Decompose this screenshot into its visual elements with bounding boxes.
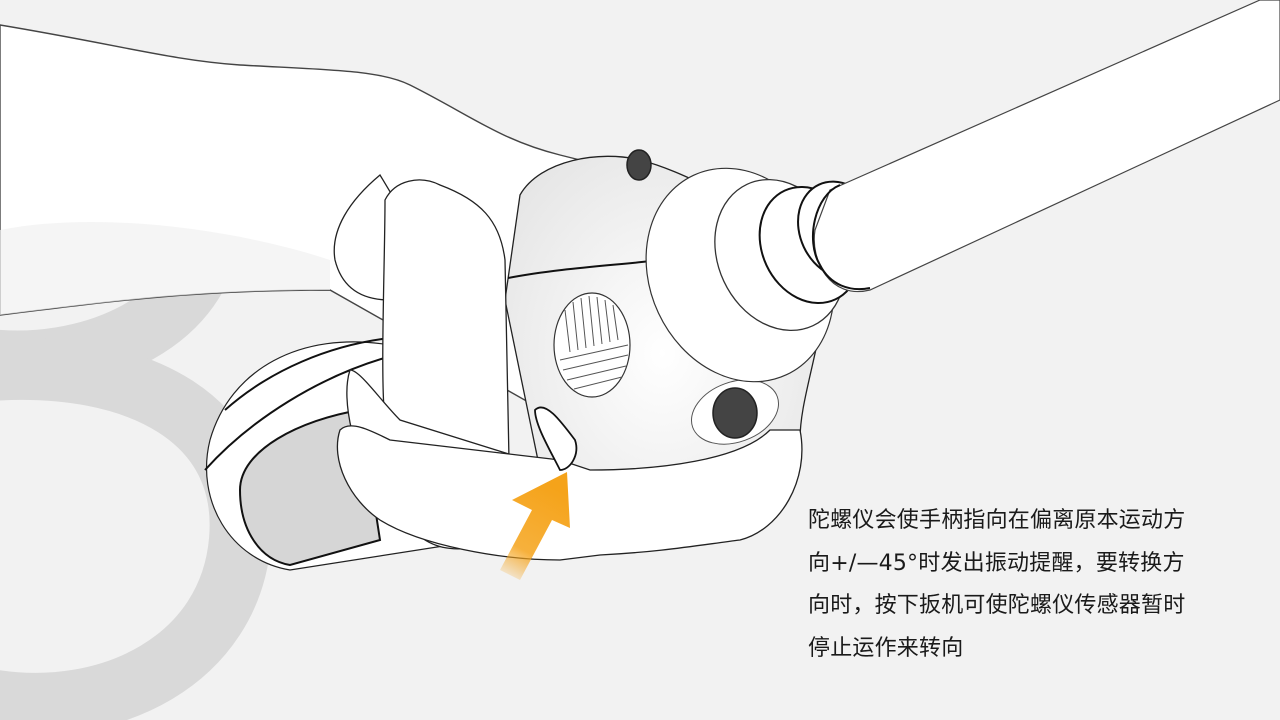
caption-line: 停止运作来转向 (808, 635, 964, 661)
hand (333, 174, 803, 561)
trigger (534, 406, 578, 471)
caption-line: 向+/—45°时发出振动提醒，要转换方 (808, 550, 1185, 576)
caption: 陀螺仪会使手柄指向在偏离原本运动方 向+/—45°时发出振动提醒，要转换方 向时… (808, 500, 1228, 670)
vent-grille (553, 292, 631, 398)
top-button (626, 149, 652, 181)
caption-line: 陀螺仪会使手柄指向在偏离原本运动方 (808, 508, 1186, 533)
pole (813, 0, 1280, 293)
caption-line: 向时，按下扳机可使陀螺仪传感器暂时 (808, 593, 1186, 618)
side-button (712, 387, 758, 439)
arrow-icon (500, 472, 570, 580)
